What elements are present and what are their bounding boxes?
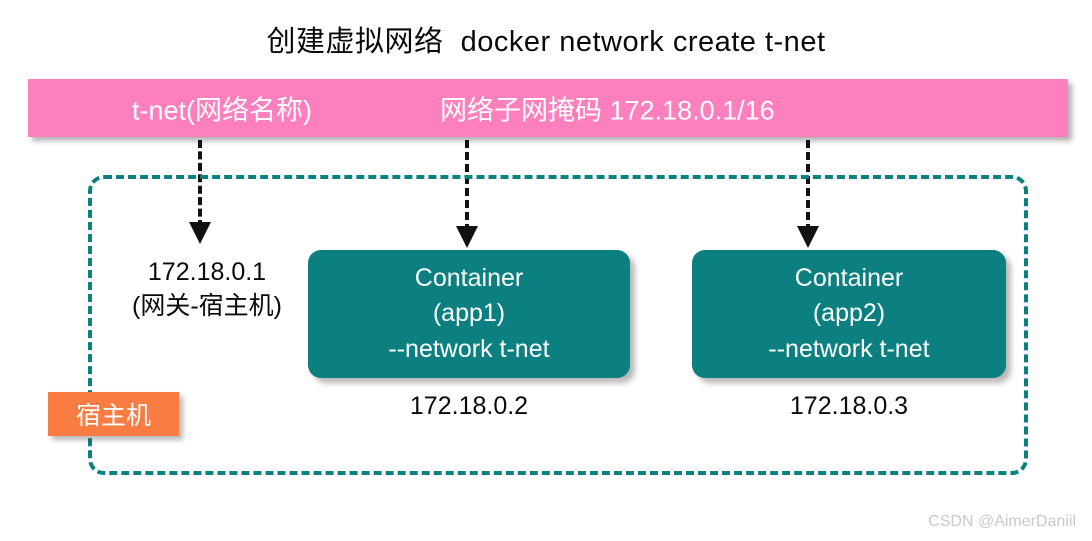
host-machine-badge: 宿主机 — [48, 392, 179, 436]
page-title: 创建虚拟网络 docker network create t-net — [266, 26, 826, 58]
watermark: CSDN @AimerDaniil — [928, 513, 1076, 530]
container-app1[interactable]: Container (app1) --network t-net — [308, 250, 630, 378]
network-banner: t-net(网络名称) 网络子网掩码 172.18.0.1/16 — [28, 79, 1068, 137]
container-app2[interactable]: Container (app2) --network t-net — [692, 250, 1006, 378]
container-app2-name: (app2) — [812, 299, 886, 328]
container-app1-ip: 172.18.0.2 — [409, 392, 529, 420]
container-app2-ip: 172.18.0.3 — [789, 392, 909, 420]
subnet-mask-label: 网络子网掩码 172.18.0.1/16 — [440, 95, 775, 126]
gateway-label: 172.18.0.1 (网关-宿主机) — [112, 256, 302, 324]
gateway-role: (网关-宿主机) — [132, 291, 282, 320]
container-app1-name: (app1) — [432, 299, 506, 328]
container-app2-title: Container — [794, 263, 904, 292]
gateway-ip: 172.18.0.1 — [147, 258, 267, 286]
container-app1-title: Container — [414, 263, 524, 292]
host-network-region — [88, 175, 1028, 475]
container-app1-flag: --network t-net — [388, 334, 550, 363]
container-app2-flag: --network t-net — [768, 334, 930, 363]
network-name-label: t-net(网络名称) — [132, 95, 313, 126]
